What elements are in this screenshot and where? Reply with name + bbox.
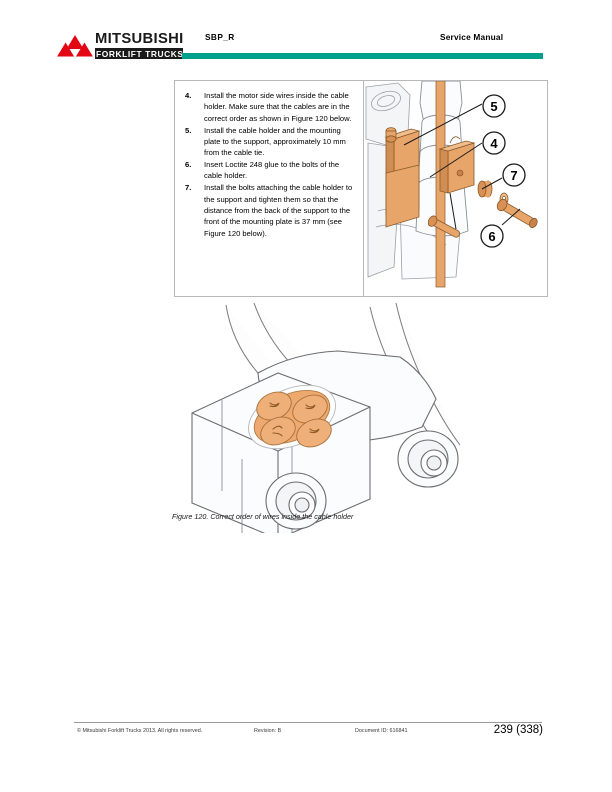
step-item: 6. Insert Loctite 248 glue to the bolts … [183, 159, 355, 182]
procedure-step-table: 4. Install the motor side wires inside t… [174, 80, 548, 297]
header-accent-rule [182, 53, 543, 59]
step-number: 5. [185, 125, 192, 135]
svg-text:6: 6 [488, 229, 495, 244]
svg-text:7: 7 [510, 168, 517, 183]
footer-divider [74, 722, 542, 723]
document-kind: Service Manual [440, 32, 504, 42]
logo-wordmark: MITSUBISHI FORKLIFT TRUCKS [95, 31, 185, 59]
step-item: 5. Install the cable holder and the moun… [183, 125, 355, 159]
step-text: Install the motor side wires inside the … [204, 91, 352, 123]
footer-document-id: Document ID: 616841 [355, 728, 408, 734]
page-number: 239 (338) [493, 724, 543, 736]
document-code: SBP_R [205, 32, 235, 42]
step-figure-cell: 5 4 7 6 [364, 81, 547, 296]
mitsubishi-forklift-logo: MITSUBISHI FORKLIFT TRUCKS [57, 31, 185, 59]
callout-bubble-7: 7 [502, 163, 526, 187]
svg-text:4: 4 [490, 136, 498, 151]
step-item: 4. Install the motor side wires inside t… [183, 90, 355, 124]
logo-word-forklift-trucks: FORKLIFT TRUCKS [95, 48, 184, 59]
step-text: Install the bolts attaching the cable ho… [204, 183, 353, 238]
figure-120-illustration [174, 302, 548, 549]
step-list-cell: 4. Install the motor side wires inside t… [175, 81, 364, 296]
footer-copyright: © Mitsubishi Forklift Trucks 2013. All r… [77, 728, 203, 734]
cable-holder-wire-order-illustration [174, 302, 548, 549]
cable-holder-assembly-exploded-view: 5 4 7 6 [364, 81, 547, 296]
footer-revision: Revision: B [254, 728, 282, 734]
logo-word-mitsubishi: MITSUBISHI [95, 31, 184, 47]
step-number: 6. [185, 160, 192, 170]
step-text: Insert Loctite 248 glue to the bolts of … [204, 160, 340, 181]
step-item: 7. Install the bolts attaching the cable… [183, 182, 355, 239]
callout-bubble-4: 4 [482, 131, 506, 155]
page-footer: © Mitsubishi Forklift Trucks 2013. All r… [0, 724, 612, 748]
mitsubishi-three-diamond-icon [57, 35, 93, 57]
step-number: 4. [185, 91, 192, 100]
step-text: Install the cable holder and the mountin… [204, 125, 346, 158]
figure-120-caption: Figure 120. Correct order of wires insid… [172, 512, 354, 521]
step-number: 7. [185, 183, 192, 193]
page-header: MITSUBISHI FORKLIFT TRUCKS SBP_R Service… [0, 0, 612, 70]
svg-text:5: 5 [490, 99, 497, 114]
callout-bubble-6: 6 [480, 224, 504, 248]
step-list: 4. Install the motor side wires inside t… [183, 90, 355, 239]
callout-bubble-5: 5 [482, 94, 506, 118]
